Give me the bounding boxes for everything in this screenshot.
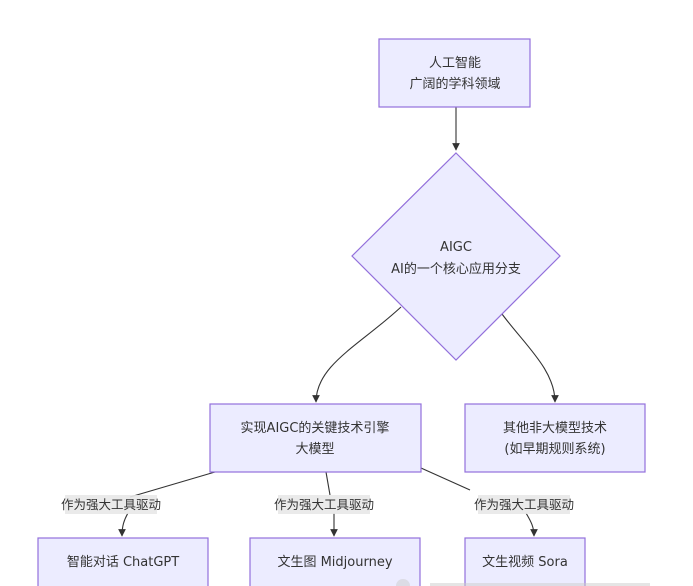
node-ai-line2: 广阔的学科领域 bbox=[409, 76, 500, 92]
node-sora[interactable]: 文生视频 Sora bbox=[464, 537, 586, 586]
edge-llm-to-sora bbox=[420, 467, 534, 536]
node-llm-line2: 大模型 bbox=[295, 442, 334, 457]
edge-label-chatgpt-text: 作为强大工具驱动 bbox=[61, 497, 161, 512]
edge-llm-to-midjourney bbox=[325, 471, 334, 536]
node-other-line2: (如早期规则系统) bbox=[504, 441, 605, 457]
node-aigc-line1: AIGC bbox=[440, 240, 472, 255]
edge-aigc-to-llm bbox=[312, 306, 402, 403]
node-llm[interactable]: 实现AIGC的关键技术引擎 大模型 bbox=[209, 403, 422, 473]
edge-label-midjourney: 作为强大工具驱动 bbox=[274, 495, 374, 514]
edge-label-sora: 作为强大工具驱动 bbox=[474, 495, 574, 514]
edge-label-chatgpt: 作为强大工具驱动 bbox=[61, 495, 161, 514]
node-aigc-decision[interactable]: AIGC AI的一个核心应用分支 bbox=[351, 152, 561, 361]
node-chatgpt-label: 智能对话 ChatGPT bbox=[67, 555, 179, 570]
node-other-tech[interactable]: 其他非大模型技术 (如早期规则系统) bbox=[464, 403, 646, 473]
node-chatgpt[interactable]: 智能对话 ChatGPT bbox=[37, 537, 209, 586]
edge-llm-to-chatgpt bbox=[122, 471, 216, 536]
edge-label-sora-text: 作为强大工具驱动 bbox=[474, 497, 574, 512]
node-midjourney-label: 文生图 Midjourney bbox=[277, 555, 392, 570]
edge-label-midjourney-text: 作为强大工具驱动 bbox=[274, 497, 374, 512]
node-ai-line1: 人工智能 bbox=[429, 56, 481, 71]
node-other-line1: 其他非大模型技术 bbox=[503, 421, 607, 436]
node-midjourney[interactable]: 文生图 Midjourney bbox=[249, 537, 421, 586]
node-aigc-line2: AI的一个核心应用分支 bbox=[391, 261, 521, 277]
node-llm-line1: 实现AIGC的关键技术引擎 bbox=[241, 420, 390, 436]
node-sora-label: 文生视频 Sora bbox=[482, 555, 568, 570]
edge-aigc-to-other bbox=[501, 313, 559, 403]
node-ai[interactable]: 人工智能 广阔的学科领域 bbox=[378, 38, 531, 108]
watermark bbox=[396, 579, 650, 586]
